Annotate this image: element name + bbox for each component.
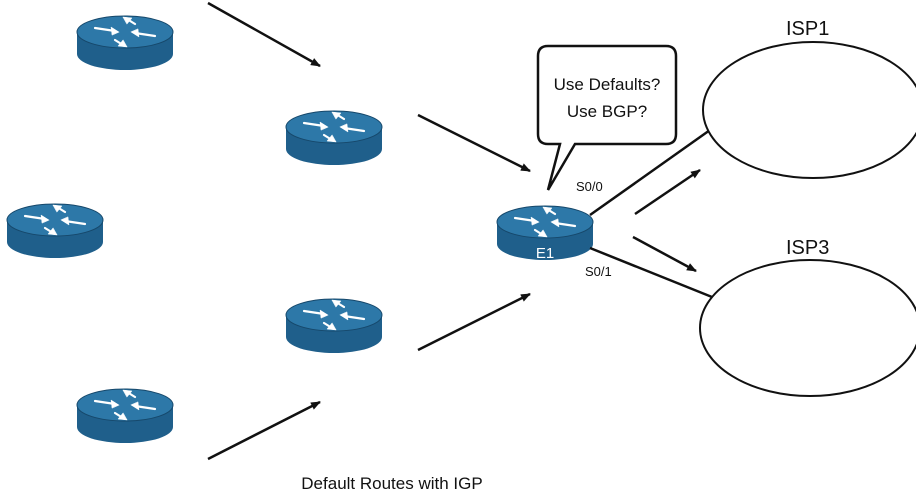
arrow-lower-middle-to-e1 [417,292,531,352]
diagram-caption: Default Routes with IGP [301,474,483,493]
router-bottom-left [75,387,175,445]
interface-label-s0-1: S0/1 [585,264,612,279]
callout-line-1: Use Defaults? [554,75,661,94]
arrow-e1-to-isp3 [632,235,697,273]
edge-router-e1: E1 [495,204,595,262]
arrow-bottom-left-to-middle [207,400,321,461]
link-s0-0 [589,128,711,217]
arrow-top-left-to-middle [207,1,321,68]
isp3-label: ISP3 [786,237,829,259]
isp1-cloud [702,41,916,179]
edge-router-label: E1 [536,245,554,262]
link-s0-1 [589,246,713,299]
isp3-cloud [699,259,916,397]
callout-line-2: Use BGP? [567,102,647,121]
callout-bubble: Use Defaults? Use BGP? [536,44,678,191]
arrow-middle-to-e1 [417,113,531,173]
router-mid-left [5,202,105,260]
arrow-e1-to-isp1 [634,168,701,216]
router-lower-middle [284,297,384,355]
interface-label-s0-0: S0/0 [576,179,603,194]
router-upper-middle [284,109,384,167]
router-top-left [75,14,175,72]
isp1-label: ISP1 [786,18,829,40]
